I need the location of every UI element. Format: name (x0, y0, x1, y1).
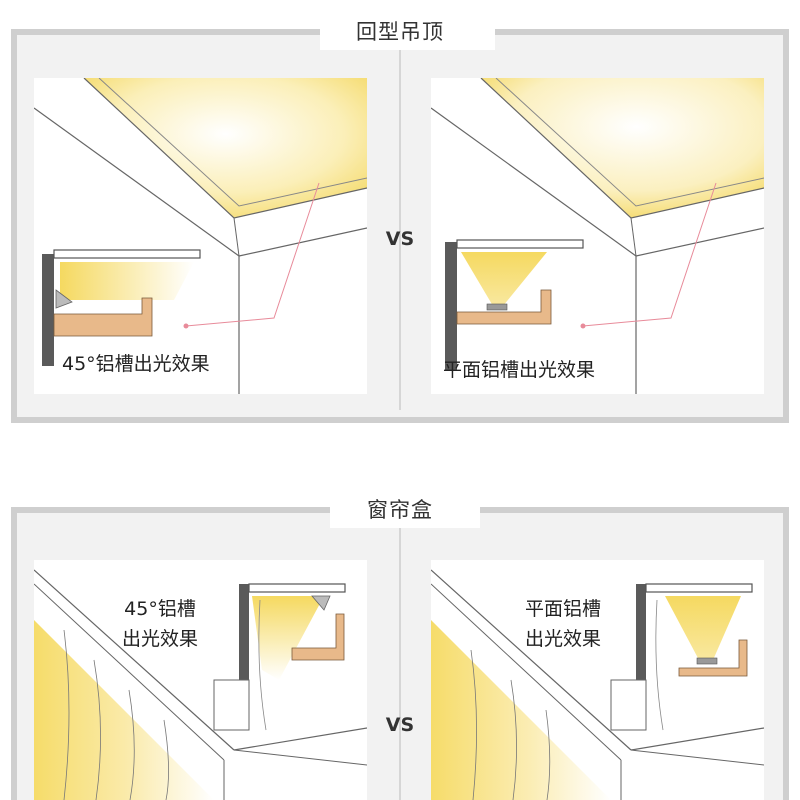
ceiling-flat-illustration (431, 78, 764, 394)
panel-ceiling-flat: 平面铝槽出光效果 (431, 78, 764, 394)
label-curtain-45-line2: 出光效果 (122, 628, 199, 650)
vs-label-ceiling: VS (385, 228, 415, 250)
ceiling-section: 回型吊顶 (11, 20, 789, 423)
vs-label-curtain: VS (385, 714, 415, 736)
ceiling-45-illustration (34, 78, 367, 394)
panel-ceiling-45-degree: 45°铝槽出光效果 (34, 78, 367, 394)
label-curtain-45-line1: 45°铝槽 (124, 598, 196, 620)
panel-curtain-45-degree: 45°铝槽 出光效果 (34, 560, 367, 800)
panel-curtain-flat: 平面铝槽 出光效果 (431, 560, 764, 800)
label-curtain-flat-effect: 平面铝槽 出光效果 (525, 594, 601, 654)
label-curtain-flat-line1: 平面铝槽 (525, 598, 602, 620)
curtain-box-section: 窗帘盒 (0, 440, 800, 800)
section-title-curtain-box: 窗帘盒 (367, 498, 433, 522)
label-45-degree-effect: 45°铝槽出光效果 (62, 353, 210, 375)
label-curtain-45-effect: 45°铝槽 出光效果 (122, 594, 198, 654)
label-flat-effect: 平面铝槽出光效果 (443, 359, 596, 381)
curtain-45-illustration (34, 569, 367, 800)
label-curtain-flat-line2: 出光效果 (525, 628, 602, 650)
curtain-flat-illustration (431, 569, 764, 800)
section-title-ceiling: 回型吊顶 (356, 20, 444, 44)
